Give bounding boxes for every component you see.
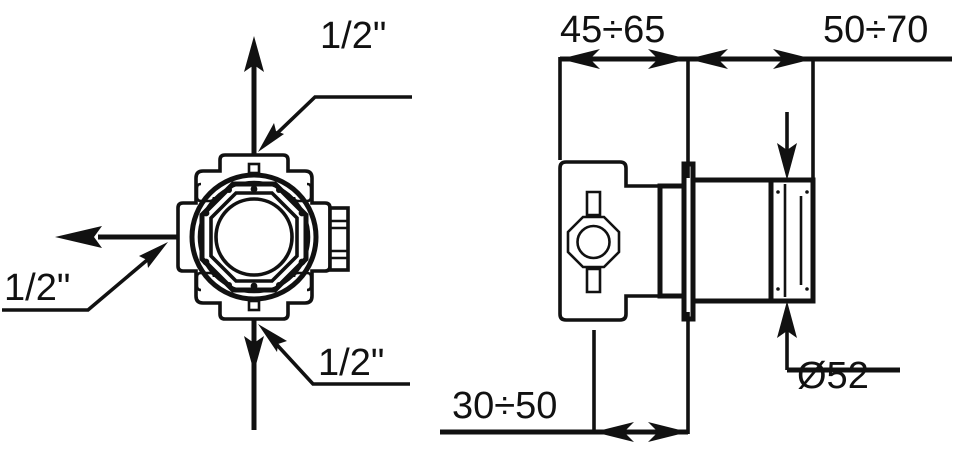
bottom-port-leader: 1/2" bbox=[258, 324, 410, 386]
left-port-label: 1/2" bbox=[4, 267, 70, 309]
left-port-flow-arrow bbox=[55, 226, 178, 248]
top-port-label: 1/2" bbox=[320, 15, 386, 57]
top-dimension-chain: 45÷65 50÷70 bbox=[558, 9, 952, 178]
side-view: 45÷65 50÷70 30÷50 Ø52 bbox=[440, 9, 952, 442]
side-view-cap bbox=[768, 177, 816, 304]
dim-45-65-label: 45÷65 bbox=[560, 9, 665, 51]
dim-cap-diameter-label: Ø52 bbox=[797, 355, 869, 397]
left-port-leader: 1/2" bbox=[2, 242, 168, 312]
side-view-body bbox=[558, 160, 662, 322]
dim-50-70-label: 50÷70 bbox=[823, 9, 928, 51]
top-port-leader: 1/2" bbox=[258, 15, 412, 152]
side-view-spindle-octagon bbox=[566, 190, 621, 294]
front-view: 1/2" 1/2" 1/2" bbox=[2, 15, 412, 430]
bottom-dimension-30-50: 30÷50 bbox=[440, 312, 690, 442]
front-view-fixing-pins bbox=[202, 185, 306, 290]
top-port-flow-arrow bbox=[244, 36, 264, 155]
front-view-body-outline bbox=[176, 153, 332, 321]
dim-30-50-label: 30÷50 bbox=[452, 385, 557, 427]
cap-diameter-dimension: Ø52 bbox=[777, 112, 900, 397]
bottom-port-flow-arrow bbox=[244, 319, 264, 430]
bottom-port-label: 1/2" bbox=[318, 342, 384, 384]
front-view-right-connector bbox=[328, 206, 350, 272]
front-view-octagon-ring bbox=[199, 181, 309, 293]
front-view-ring-tabs bbox=[247, 162, 261, 312]
